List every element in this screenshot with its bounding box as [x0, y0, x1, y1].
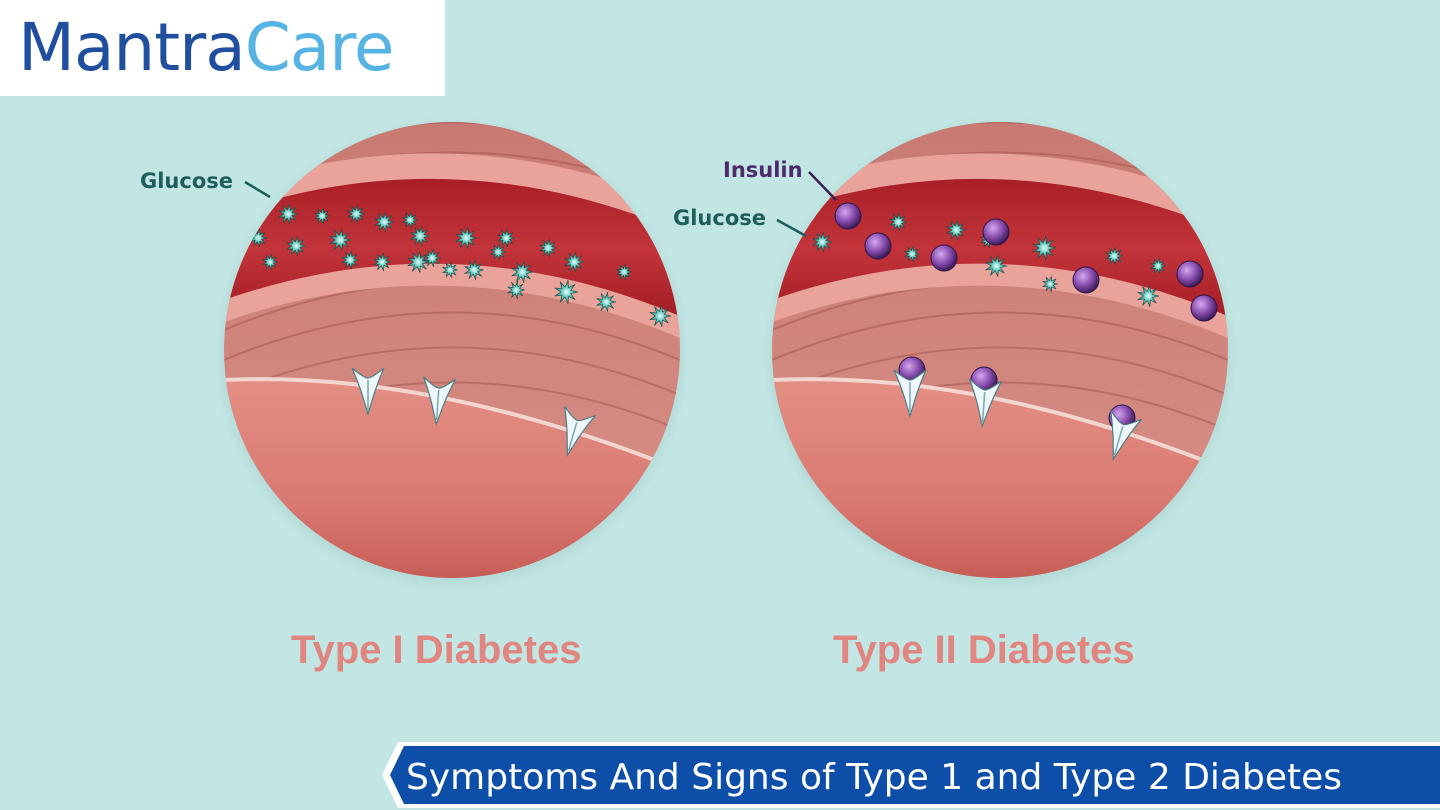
glucose-molecule-icon	[507, 280, 526, 300]
glucose-molecule-icon	[455, 227, 478, 249]
insulin-molecule-icon	[930, 244, 958, 272]
glucose-molecule-icon	[985, 255, 1008, 277]
glucose-molecules	[249, 204, 672, 327]
glucose-molecule-icon	[889, 212, 908, 232]
glucose-molecule-icon	[329, 229, 352, 251]
glucose-molecule-icon	[423, 248, 442, 268]
logo-mantra: Mantra	[18, 9, 246, 86]
insulin-receptor-icon	[893, 369, 927, 419]
insulin-receptor-icon	[423, 376, 457, 427]
glucose-molecule-icon	[347, 204, 366, 224]
insulin-receptor-icon	[564, 406, 596, 458]
glucose-molecule-icon	[904, 245, 921, 263]
glucose-molecule-icon	[616, 263, 633, 281]
type2-insulin-label: Insulin	[723, 158, 803, 182]
insulin-molecule-icon	[1072, 266, 1100, 294]
insulin-receptor-icon	[351, 367, 385, 417]
insulin-receptor-icon	[969, 378, 1003, 429]
insulin-molecule-icon	[1176, 260, 1204, 288]
type2-glucose-label: Glucose	[673, 206, 767, 230]
insulin-molecule-icon	[834, 202, 862, 230]
glucose-molecule-icon	[1150, 257, 1167, 275]
glucose-molecule-icon	[314, 207, 331, 225]
glucose-molecule-icon	[278, 204, 299, 224]
glucose-molecule-icon	[539, 238, 558, 258]
glucose-molecule-icon	[407, 251, 430, 273]
glucose-molecule-icon	[262, 253, 279, 271]
logo-care: Care	[244, 9, 395, 86]
insulin-molecule-icon	[982, 218, 1010, 246]
glucose-molecule-icon	[946, 220, 967, 240]
type1-glucose-label: Glucose	[140, 169, 234, 193]
glucose-molecule-icon	[402, 211, 419, 229]
glucose-molecule-icon	[286, 236, 307, 256]
insulin-receptors	[351, 367, 596, 458]
logo-text: MantraCare	[18, 6, 395, 90]
mantracare-logo: MantraCare	[0, 0, 445, 96]
glucose-leader-line-1	[244, 180, 271, 199]
insulin-leader-line	[808, 171, 837, 201]
insulin-molecule-icon	[1190, 294, 1218, 322]
glucose-molecule-icon	[1042, 275, 1059, 293]
type2-magnified-view	[762, 116, 1238, 592]
glucose-molecule-icon	[374, 212, 395, 232]
glucose-molecule-icon	[554, 280, 579, 304]
glucose-molecule-icon	[249, 228, 268, 248]
glucose-molecule-icon	[373, 252, 392, 272]
insulin-receptor-icon	[1110, 410, 1142, 462]
glucose-molecule-icon	[341, 250, 360, 270]
glucose-molecule-icon	[490, 243, 507, 261]
glucose-molecule-icon	[812, 232, 833, 252]
banner-title: Symptoms And Signs of Type 1 and Type 2 …	[406, 756, 1343, 798]
type1-caption: Type I Diabetes	[291, 628, 582, 672]
glucose-molecule-icon	[564, 252, 585, 272]
insulin-molecule-icon	[864, 232, 892, 260]
insulin-receptors	[893, 369, 1142, 462]
glucose-molecule-icon	[1105, 246, 1124, 266]
glucose-molecule-icon	[1032, 236, 1057, 260]
banner	[382, 742, 1440, 808]
glucose-molecule-icon	[1137, 285, 1160, 307]
type2-caption: Type II Diabetes	[833, 628, 1135, 672]
type1-magnified-view	[214, 116, 690, 592]
glucose-leader-line-2	[776, 218, 807, 238]
glucose-molecule-icon	[410, 226, 431, 246]
glucose-molecule-icon	[511, 261, 534, 283]
label-leader-lines	[244, 171, 837, 238]
glucose-molecule-icon	[596, 292, 617, 312]
glucose-molecule-icon	[442, 261, 459, 279]
glucose-molecule-icon	[464, 260, 485, 280]
glucose-molecule-icon	[649, 305, 672, 327]
glucose-molecule-icon	[497, 228, 516, 248]
